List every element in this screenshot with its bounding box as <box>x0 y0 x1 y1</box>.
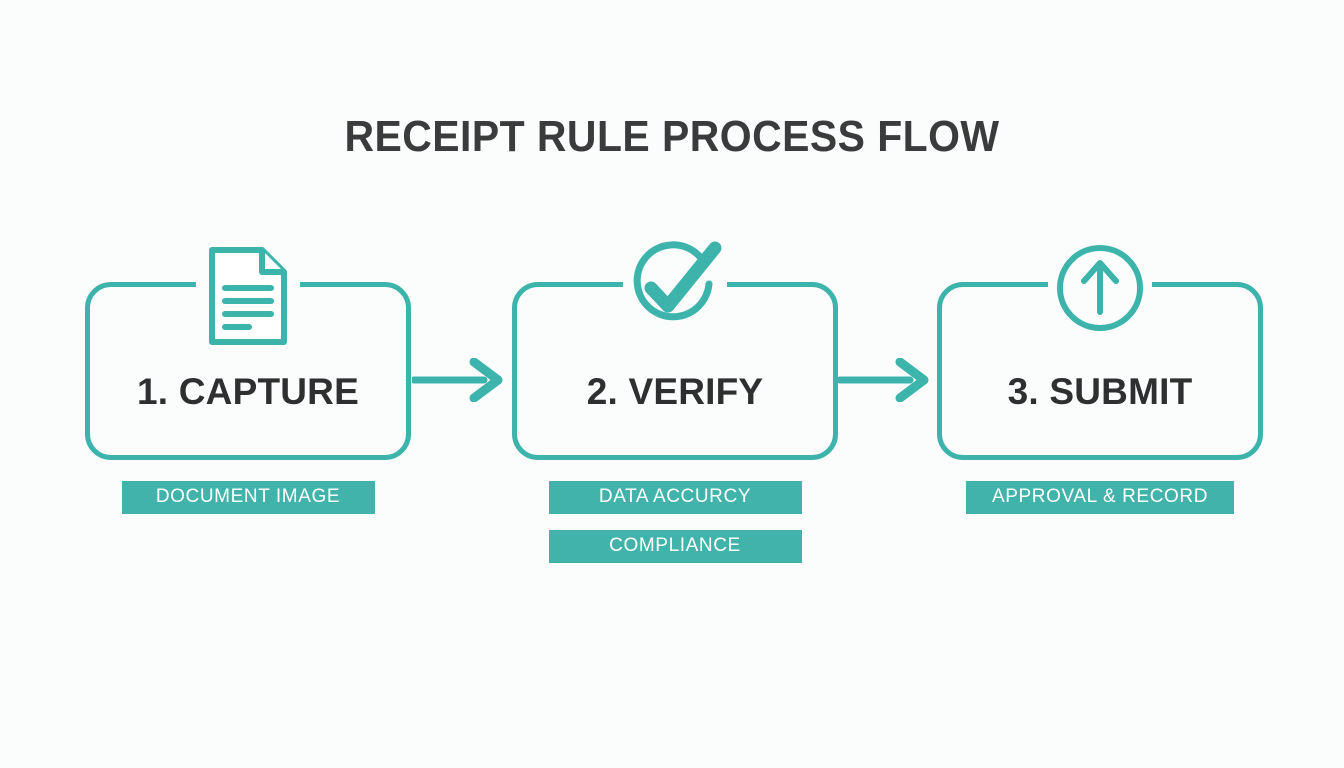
process-step-capture[interactable]: 1. CAPTURE DOCUMENT IMAGE <box>85 247 411 514</box>
tag-list-capture: DOCUMENT IMAGE <box>85 481 411 514</box>
tag-list-verify: DATA ACCURCY COMPLIANCE <box>512 481 838 563</box>
arrow-right-icon <box>412 358 503 402</box>
tag-list-submit: APPROVAL & RECORD <box>937 481 1263 514</box>
process-step-submit[interactable]: 3. SUBMIT APPROVAL & RECORD <box>937 245 1263 514</box>
document-icon <box>209 247 287 345</box>
step-label-capture: 1. CAPTURE <box>137 371 359 412</box>
process-step-verify[interactable]: 2. VERIFY DATA ACCURCY COMPLIANCE <box>512 241 838 563</box>
tag-data-accuracy[interactable]: DATA ACCURCY <box>548 481 802 514</box>
step-label-verify: 2. VERIFY <box>586 371 764 412</box>
arrow-right-icon <box>838 358 929 402</box>
page-title: RECEIPT RULE PROCESS FLOW <box>344 112 1000 161</box>
tag-compliance[interactable]: COMPLIANCE <box>548 530 802 563</box>
tag-approval-record[interactable]: APPROVAL & RECORD <box>965 481 1235 514</box>
step-label-submit: 3. SUBMIT <box>1007 371 1193 412</box>
check-circle-icon <box>633 241 722 321</box>
tag-document-image[interactable]: DOCUMENT IMAGE <box>121 481 375 514</box>
upload-arrow-circle-icon <box>1057 245 1143 331</box>
